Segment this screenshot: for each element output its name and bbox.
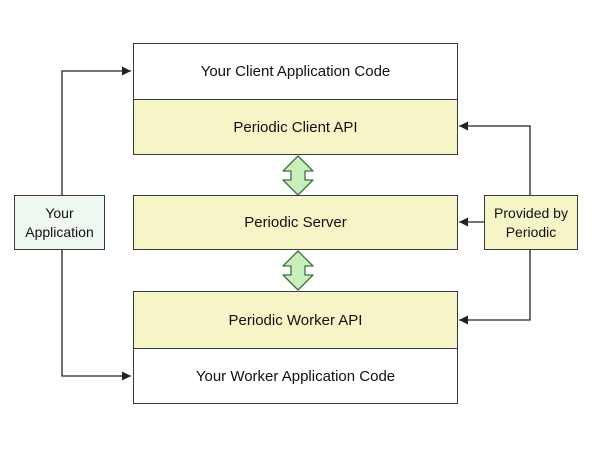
- worker-application-code-label: Your Worker Application Code: [195, 367, 396, 385]
- provided-by-periodic-box: Provided by Periodic: [484, 195, 578, 250]
- double-arrow-server-worker: [282, 250, 314, 291]
- arrow-application-to-client-code: [61, 66, 131, 195]
- periodic-server-label: Periodic Server: [244, 214, 347, 231]
- periodic-server-box: Periodic Server: [133, 195, 458, 250]
- provided-by-line-1: Provided by: [494, 204, 568, 221]
- your-application-line-1: Your: [45, 204, 74, 221]
- your-application-line-2: Application: [25, 223, 94, 240]
- arrow-application-to-worker-code: [61, 250, 131, 381]
- periodic-worker-api-label: Periodic Worker API: [228, 311, 363, 329]
- double-arrow-client-server: [282, 155, 314, 196]
- provided-by-line-2: Periodic: [505, 223, 557, 240]
- client-application-code-box: Your Client Application Code: [133, 43, 458, 100]
- arrow-provided-to-client-api: [459, 121, 531, 195]
- periodic-client-api-label: Periodic Client API: [233, 118, 358, 136]
- worker-application-code-box: Your Worker Application Code: [133, 348, 458, 404]
- client-application-code-label: Your Client Application Code: [200, 63, 391, 80]
- your-application-box: Your Application: [14, 195, 105, 250]
- arrow-provided-to-worker-api: [459, 250, 531, 325]
- periodic-client-api-box: Periodic Client API: [133, 99, 458, 155]
- periodic-worker-api-box: Periodic Worker API: [133, 291, 458, 349]
